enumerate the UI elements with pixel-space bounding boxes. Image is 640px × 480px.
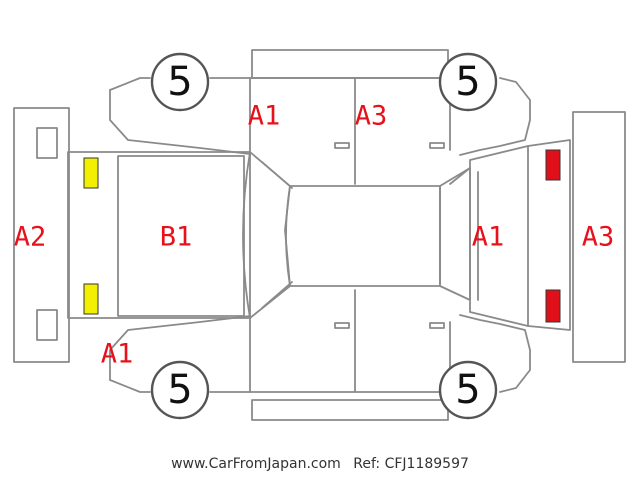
footer: www.CarFromJapan.com Ref: CFJ1189597 <box>0 456 640 472</box>
red-marker-top <box>545 149 561 181</box>
rear-bumper <box>572 111 626 363</box>
label-front-bumper: A2 <box>14 222 47 253</box>
wheel-rear-right: 5 <box>438 360 498 420</box>
left-side-panel <box>109 49 531 185</box>
footer-ref: Ref: CFJ1189597 <box>353 456 469 472</box>
svg-text:5: 5 <box>455 367 480 413</box>
label-left-front-door: A1 <box>248 101 281 132</box>
footer-site[interactable]: www.CarFromJapan.com <box>171 456 341 472</box>
right-side-panel <box>109 289 531 421</box>
svg-text:5: 5 <box>455 59 480 105</box>
label-hood: B1 <box>160 222 193 253</box>
yellow-marker-top <box>83 157 99 189</box>
svg-text:5: 5 <box>167 367 192 413</box>
wheel-rear-left: 5 <box>438 52 498 112</box>
label-rear-bumper: A3 <box>582 222 615 253</box>
wheel-front-right: 5 <box>150 360 210 420</box>
svg-text:5: 5 <box>167 59 192 105</box>
wheel-front-left: 5 <box>150 52 210 112</box>
car-body-top <box>67 139 571 331</box>
front-bumper <box>13 107 70 363</box>
label-left-rear-door: A3 <box>355 101 388 132</box>
label-front-left-fender: A1 <box>101 339 134 370</box>
yellow-marker-bottom <box>83 283 99 315</box>
label-tailgate: A1 <box>472 222 505 253</box>
red-marker-bottom <box>545 289 561 323</box>
